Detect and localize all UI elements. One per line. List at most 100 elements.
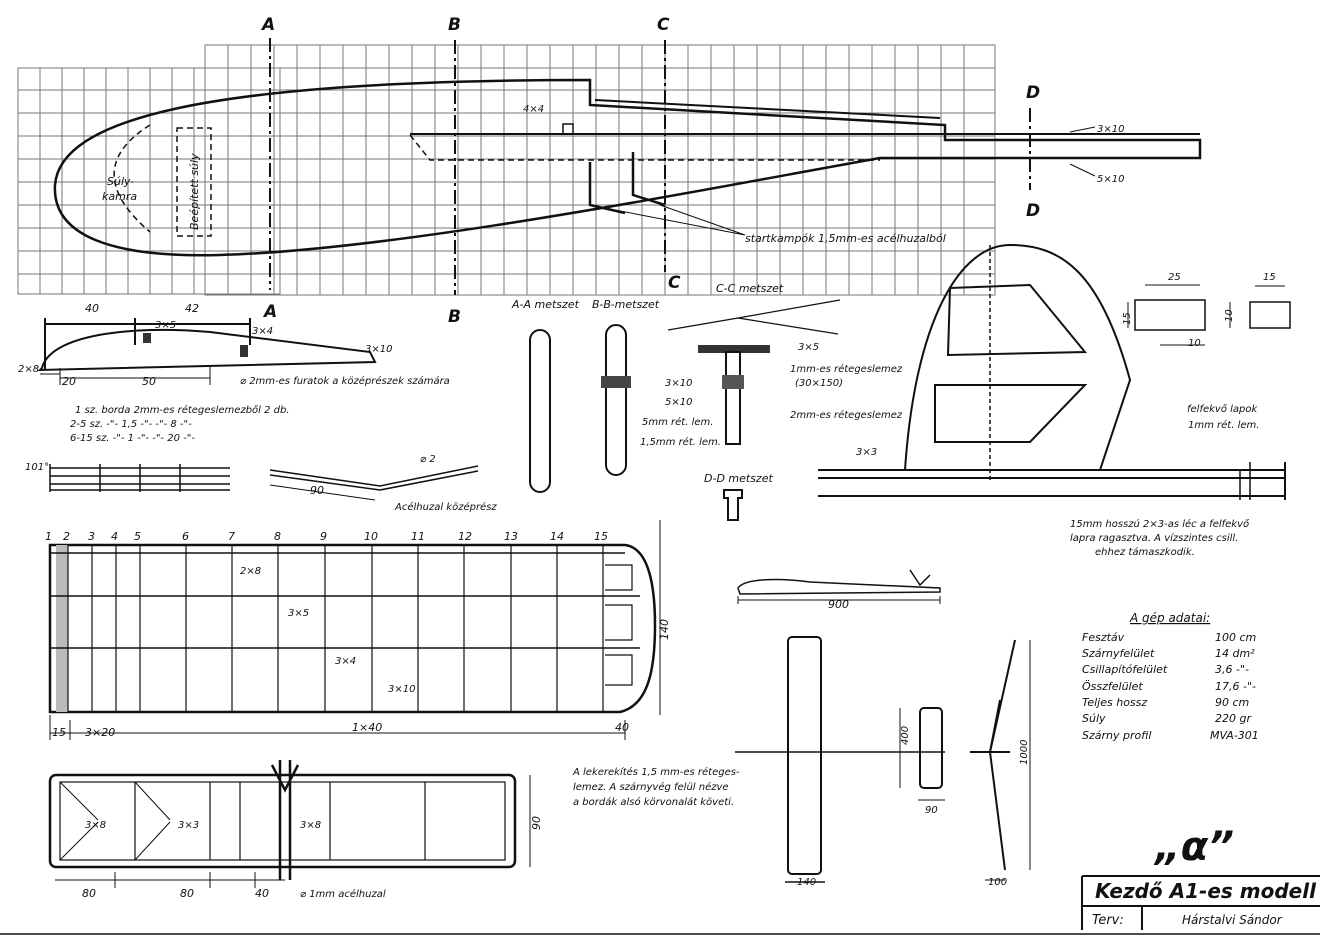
section-aa-title: A-A metszet xyxy=(511,298,580,311)
fuselage-grid xyxy=(17,44,996,296)
span-view-1000: 1000 xyxy=(1019,740,1030,765)
center-wire-label: Acélhuzal középrész xyxy=(394,501,497,513)
stab-dim-80a: 80 xyxy=(82,887,96,900)
weight-chamber-label-2: kamra xyxy=(102,190,137,203)
wing-dim-1x40: 1×40 xyxy=(352,721,382,734)
section-a-top: A xyxy=(260,15,275,35)
section-cc-title: C-C metszet xyxy=(716,282,784,295)
section-cc-plywood: 1mm-es rétegeslemez xyxy=(790,363,903,375)
stab-ribs-3x3: 3×3 xyxy=(178,820,199,831)
stab-te-3x8: 3×8 xyxy=(85,820,106,831)
tail-pads-size: 1mm rét. lem. xyxy=(1188,419,1259,431)
front-view-140: 140 xyxy=(797,877,816,888)
wing-tip-note-1: A lekerekítés 1,5 mm-es réteges- xyxy=(572,766,740,778)
tail-spar-3x3: 3×3 xyxy=(856,447,877,458)
rib-le-2x8: 2×8 xyxy=(18,364,39,375)
tail-dim-10a: 10 xyxy=(1224,309,1235,322)
wing-rib-number: 6 xyxy=(182,530,189,543)
rib-dim-40: 40 xyxy=(85,302,99,315)
wing-dim-140: 140 xyxy=(658,619,671,640)
tail-note-2: lapra ragasztva. A vízszintes csill. xyxy=(1070,532,1238,544)
wing-dim-15: 15 xyxy=(52,726,66,739)
wing-rib-number: 1 xyxy=(45,530,52,543)
weight-chamber-label-1: Súly- xyxy=(107,175,134,188)
wing-spar-3x4: 3×4 xyxy=(335,656,356,667)
wing-rib-number: 8 xyxy=(274,530,281,543)
design-label: Terv: xyxy=(1092,913,1124,928)
wing-tip-note-3: a bordák alsó körvonalát követi. xyxy=(573,796,734,808)
rib-hole-note: ⌀ 2mm-es furatok a középrészek számára xyxy=(240,375,450,387)
data-table-heading: A gép adatai: xyxy=(1129,611,1210,625)
spar-4x4-label: 4×4 xyxy=(523,104,544,115)
data-row-value: 220 gr xyxy=(1215,712,1252,725)
data-row-label: Szárny profil xyxy=(1082,729,1151,742)
aircraft-data-table: A gép adatai: Fesztáv 100 cm Szárnyfelül… xyxy=(1082,611,1259,742)
dihedral-angle: 101° xyxy=(25,462,49,473)
front-view-90: 90 xyxy=(925,805,938,816)
wing-rib-number: 7 xyxy=(228,530,235,543)
wing-plan: 1 2 3 4 5 6 7 8 9 10 11 12 13 14 15 2×8 … xyxy=(45,520,740,808)
tail-dim-10b: 10 xyxy=(1188,338,1201,349)
rib-list-2: 2-5 sz. -"- 1,5 -"- -"- 8 -"- xyxy=(70,419,192,430)
tail-note-3: ehhez támaszkodik. xyxy=(1095,546,1195,558)
tail-plywood-2mm: 2mm-es rétegeslemez xyxy=(790,409,903,421)
wing-spar-3x5: 3×5 xyxy=(288,608,309,619)
rib-spar-3x5: 3×5 xyxy=(155,320,176,331)
stab-wire-label: ⌀ 1mm acélhuzal xyxy=(300,888,386,900)
stab-dim-80b: 80 xyxy=(180,887,194,900)
wing-rib-number: 13 xyxy=(504,530,518,543)
wing-rib-number: 2 xyxy=(63,530,70,543)
section-views: A-A metszet B-B-metszet C-C metszet D-D … xyxy=(511,282,903,521)
section-d-bottom: D xyxy=(1026,201,1040,221)
wing-te-3x10: 3×10 xyxy=(388,684,415,695)
stab-dim-90: 90 xyxy=(530,816,543,830)
data-row-value: 14 dm² xyxy=(1215,647,1255,660)
wing-rib-number: 12 xyxy=(458,530,472,543)
wing-le-2x8: 2×8 xyxy=(240,566,261,577)
wing-rib-number: 10 xyxy=(364,530,378,543)
rib-dim-50: 50 xyxy=(142,375,156,388)
wire-phi2: ⌀ 2 xyxy=(420,454,436,465)
section-a-bottom: A xyxy=(262,302,277,322)
title-block: „α” Kezdő A1-es modell Terv: Hárstalvi S… xyxy=(1081,824,1320,930)
section-cc-3x5: 3×5 xyxy=(798,342,819,353)
section-bb-5mm: 5mm rét. lem. xyxy=(642,416,713,428)
rib-spar-3x4: 3×4 xyxy=(252,326,273,337)
tail-assembly: 2mm-es rétegeslemez 3×3 25 15 15 10 10 f… xyxy=(790,243,1291,558)
data-row-label: Csillapítófelület xyxy=(1082,663,1168,676)
data-row-value: 90 cm xyxy=(1215,696,1249,709)
front-view-400: 400 xyxy=(900,726,911,745)
section-c-top: C xyxy=(657,15,670,35)
wing-rib-number: 15 xyxy=(594,530,608,543)
wing-dim-40: 40 xyxy=(615,721,629,734)
wing-rib-number: 3 xyxy=(88,530,95,543)
section-bb-15mm: 1,5mm rét. lem. xyxy=(640,436,721,448)
three-view: 900 400 90 140 1000 100 xyxy=(735,569,1031,888)
data-row-label: Teljes hossz xyxy=(1082,696,1147,709)
wing-tip-note-2: lemez. A szárnyvég felül nézve xyxy=(573,781,729,793)
boom-3x10-label: 3×10 xyxy=(1097,124,1124,135)
dihedral-dim-90: 90 xyxy=(310,484,324,497)
section-dd-title: D-D metszet xyxy=(704,472,773,485)
section-b-bottom: B xyxy=(448,307,461,327)
data-row-label: Súly xyxy=(1082,712,1106,725)
stab-dim-40: 40 xyxy=(255,887,269,900)
model-alpha-symbol: „α” xyxy=(1153,824,1234,870)
tail-dim-25: 25 xyxy=(1168,272,1181,283)
section-lines xyxy=(269,38,1031,295)
fuselage-side-view xyxy=(53,78,1202,257)
designer-name: Hárstalvi Sándor xyxy=(1182,913,1283,927)
start-hooks-label: startkampók 1,5mm-es acélhuzalból xyxy=(745,232,946,245)
data-row-value: 17,6 -"- xyxy=(1215,680,1256,693)
section-bb-title: B-B-metszet xyxy=(592,298,660,311)
data-row-label: Összfelület xyxy=(1082,680,1143,693)
stabilizer-plan: 3×8 3×3 3×8 90 80 80 40 ⌀ 1mm acélhuzal xyxy=(48,760,543,900)
wing-rib-number: 11 xyxy=(411,530,425,543)
section-cc-size: (30×150) xyxy=(795,378,843,389)
rib-profile: 40 42 3×5 3×4 3×10 2×8 20 50 ⌀ 2mm-es fu… xyxy=(18,302,450,444)
data-row-value: 100 cm xyxy=(1215,631,1256,644)
section-b-top: B xyxy=(448,15,461,35)
wing-rib-number: 9 xyxy=(320,530,327,543)
tail-dim-15a: 15 xyxy=(1263,272,1276,283)
